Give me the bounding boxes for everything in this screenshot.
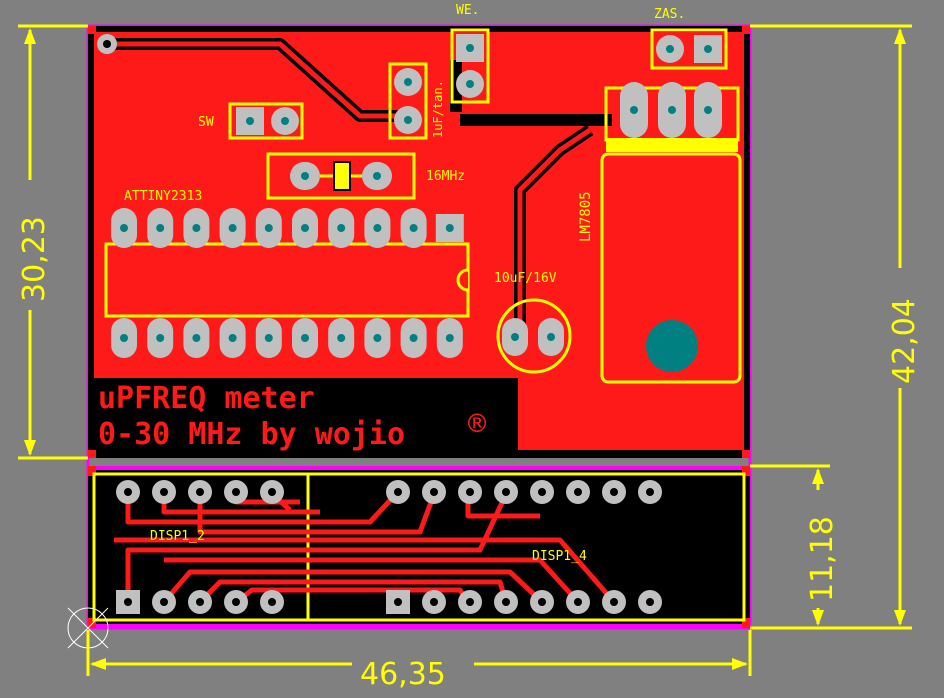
dim-height-display: 11,18: [805, 516, 840, 602]
mcu-pads: [111, 208, 464, 358]
reg-pads: [620, 82, 722, 138]
reg-heatsink-outline: [600, 152, 742, 384]
sw-outline: [228, 102, 304, 140]
crystal-outline: [266, 152, 416, 200]
label-cap1: 1uF/tan.: [431, 80, 445, 138]
dim-height-total: 42,04: [887, 298, 922, 384]
reg-mount-hole: [646, 320, 698, 372]
dim-height-main: 30,23: [17, 216, 52, 302]
label-lm7805: LM7805: [578, 191, 594, 242]
dim-width: 46,35: [360, 657, 446, 692]
label-sw: SW: [198, 115, 214, 130]
zas-outline: [650, 28, 728, 70]
title-line1: uPFREQ meter: [98, 381, 315, 416]
label-we: WE.: [456, 3, 479, 18]
label-disp1: DISP1_2: [150, 529, 205, 544]
label-crystal: 16MHz: [426, 169, 465, 184]
registered-mark: ®: [468, 407, 487, 442]
display-outline: [92, 472, 746, 622]
reg-tab-mark: [606, 138, 738, 152]
cap1-outline: [388, 62, 428, 140]
label-cap2: 10uF/16V: [494, 271, 557, 286]
label-attiny: ATTINY2313: [124, 189, 202, 204]
cap2-outline: [496, 298, 572, 374]
label-zas: ZAS.: [654, 7, 685, 22]
we-outline: [450, 28, 490, 104]
crystal-body: [333, 161, 351, 191]
title-line2: 0-30 MHz by wojio: [98, 417, 405, 452]
text-area: [94, 378, 518, 450]
display-pads: [116, 480, 662, 614]
label-disp2: DISP1_4: [532, 549, 587, 564]
